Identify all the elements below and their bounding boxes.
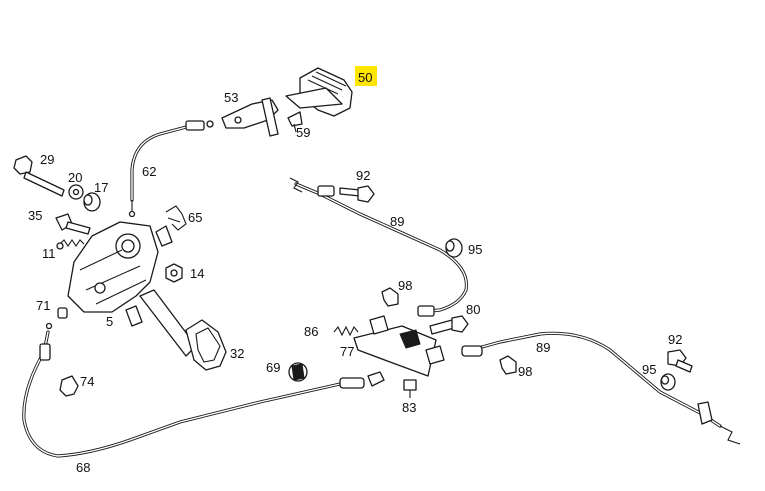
- part-68-front-cable[interactable]: [22, 322, 385, 458]
- label-53[interactable]: 53: [224, 90, 238, 105]
- part-98-clip-lower[interactable]: [499, 355, 517, 375]
- label-95-upper[interactable]: 95: [468, 242, 482, 257]
- part-89-rear-cable[interactable]: [461, 331, 741, 445]
- label-86[interactable]: 86: [304, 324, 318, 339]
- label-89-upper[interactable]: 89: [390, 214, 404, 229]
- part-62-release-cable[interactable]: [128, 120, 214, 218]
- label-68[interactable]: 68: [76, 460, 90, 475]
- label-98-lower[interactable]: 98: [518, 364, 532, 379]
- label-71[interactable]: 71: [36, 298, 50, 313]
- part-53-bracket[interactable]: [221, 97, 279, 137]
- part-32-pedal[interactable]: [125, 289, 227, 371]
- part-14-nut[interactable]: [165, 263, 183, 283]
- label-20[interactable]: 20: [68, 170, 82, 185]
- label-95-lower[interactable]: 95: [642, 362, 656, 377]
- part-71-cap[interactable]: [57, 307, 68, 319]
- label-74[interactable]: 74: [80, 374, 94, 389]
- label-92-upper[interactable]: 92: [356, 168, 370, 183]
- label-29[interactable]: 29: [40, 152, 54, 167]
- label-77[interactable]: 77: [340, 344, 354, 359]
- label-83[interactable]: 83: [402, 400, 416, 415]
- part-92-bolt-lower[interactable]: [667, 349, 693, 373]
- part-65-clip[interactable]: [165, 205, 187, 231]
- part-86-spring[interactable]: [333, 325, 359, 337]
- part-74-clip[interactable]: [59, 375, 79, 397]
- label-89-rear[interactable]: 89: [536, 340, 550, 355]
- label-11[interactable]: 11: [42, 246, 56, 261]
- label-80[interactable]: 80: [466, 302, 480, 317]
- part-50-highlight: [355, 66, 377, 86]
- label-14[interactable]: 14: [190, 266, 204, 281]
- part-83-stud[interactable]: [403, 379, 417, 398]
- label-62[interactable]: 62: [142, 164, 156, 179]
- part-69-grommet[interactable]: [288, 362, 308, 382]
- part-20-washer[interactable]: [68, 184, 84, 200]
- part-11-spring[interactable]: [56, 239, 85, 250]
- part-17-bushing[interactable]: [83, 192, 101, 212]
- part-92-bolt-upper[interactable]: [339, 185, 375, 203]
- part-29-bolt[interactable]: [13, 155, 65, 197]
- part-50-handle-cover[interactable]: [285, 67, 353, 117]
- part-89-upper-cable[interactable]: [289, 177, 469, 317]
- label-92-lower[interactable]: 92: [668, 332, 682, 347]
- part-95-bushing-upper[interactable]: [445, 238, 463, 258]
- part-98-clip-upper[interactable]: [381, 287, 399, 307]
- label-35[interactable]: 35: [28, 208, 42, 223]
- label-32[interactable]: 32: [230, 346, 244, 361]
- label-59[interactable]: 59: [296, 125, 310, 140]
- part-95-bushing-lower[interactable]: [660, 373, 676, 391]
- part-59-screw[interactable]: [287, 111, 303, 133]
- label-5[interactable]: 5: [106, 314, 113, 329]
- label-17[interactable]: 17: [94, 180, 108, 195]
- label-65[interactable]: 65: [188, 210, 202, 225]
- label-50[interactable]: 50: [358, 70, 372, 85]
- part-80-bolt[interactable]: [429, 315, 469, 335]
- part-77-equalizer[interactable]: [353, 315, 445, 377]
- part-5-pedal-housing[interactable]: [67, 221, 173, 313]
- label-98-upper[interactable]: 98: [398, 278, 412, 293]
- label-69[interactable]: 69: [266, 360, 280, 375]
- part-35-stud[interactable]: [55, 213, 91, 235]
